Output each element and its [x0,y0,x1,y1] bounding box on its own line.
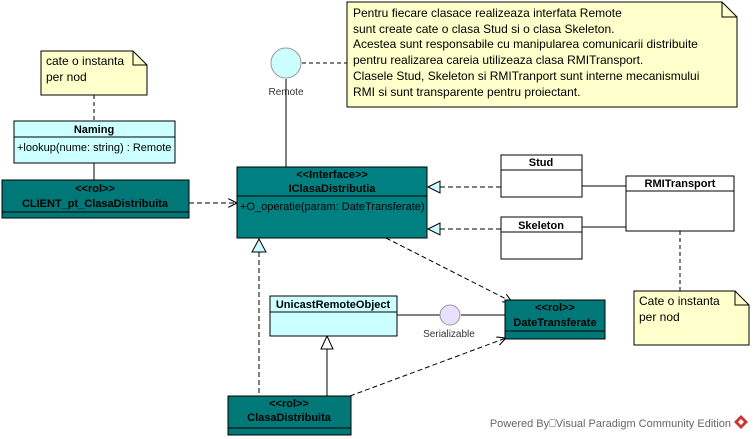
interface-datetransferate-dependency [385,237,512,302]
note-bottom-right-line-1: Cate o instanta [639,294,720,308]
serializable-interface-circle[interactable]: Serializable [423,304,475,340]
naming-operation: +lookup(nume: string) : Remote [17,142,171,154]
clasadistribuita-datetransferate-dependency [349,338,506,397]
note-top-right-line-6: RMI si sunt transparente pentru proiecta… [353,85,580,99]
note-top-left-line-2: per nod [46,70,87,84]
class-skeleton[interactable]: Skeleton [500,216,583,260]
generalization-arrowhead [320,334,334,350]
iclasa-class-name: IClasaDistributia [289,183,377,195]
note-top-left: cate o instanta per nod [40,50,148,96]
stud-realization-arrowhead [426,180,441,194]
connectors [93,62,681,397]
interface-iclasadistributia[interactable]: <<Interface>> IClasaDistributia +O_opera… [236,166,428,239]
serializable-label: Serializable [423,329,475,340]
remote-label: Remote [268,87,303,98]
clasadistribuita-class-name: ClasaDistribuita [247,412,332,424]
note-top-right-line-1: Pentru fiecare clasace realizeaza interf… [353,6,622,20]
note-top-right-line-4: pentru realizarea careia utilizeaza clas… [353,53,643,67]
note-top-right-line-5: Clasele Stud, Skeleton si RMITranport su… [353,69,699,83]
client-stereotype: <<rol>> [75,183,115,195]
clasadistribuita-realization-arrowhead [251,237,267,253]
note-top-right-line-2: sunt create cate o clasa Stud si o clasa… [353,22,614,36]
datetransferate-stereotype: <<rol>> [535,302,575,314]
class-clasadistribuita[interactable]: <<rol>> ClasaDistribuita [227,395,352,436]
class-unicastremoteobject[interactable]: UnicastRemoteObject [269,295,398,337]
rmitransport-class-name: RMITransport [645,178,716,190]
note-top-left-line-1: cate o instanta [46,54,124,68]
note-top-right: Pentru fiecare clasace realizeaza interf… [346,1,738,108]
note-bottom-right: Cate o instanta per nod [633,290,750,346]
iclasa-stereotype: <<Interface>> [296,169,368,181]
client-class-name: CLIENT_pt_ClasaDistribuita [22,198,169,210]
remote-interface-circle[interactable]: Remote [268,47,304,98]
unicast-class-name: UnicastRemoteObject [276,299,391,311]
naming-class-name: Naming [74,124,114,136]
iclasa-operation: +O_operatie(param: DateTransferate) [240,201,425,213]
skeleton-class-name: Skeleton [518,220,564,232]
skeleton-realization-arrowhead [426,222,441,236]
note-top-right-line-3: Acestea sunt responsabile cu manipularea… [353,37,698,51]
powered-by-footer: Powered By⎕Visual Paradigm Community Edi… [490,418,731,430]
datetransferate-class-name: DateTransferate [513,317,596,329]
clasadistribuita-stereotype: <<rol>> [269,398,309,410]
stud-class-name: Stud [529,157,553,169]
class-stud[interactable]: Stud [500,154,583,198]
class-datetransferate[interactable]: <<rol>> DateTransferate [504,299,606,340]
class-client[interactable]: <<rol>> CLIENT_pt_ClasaDistribuita [1,179,190,219]
vp-diamond-logo-icon [734,415,748,429]
class-naming[interactable]: Naming +lookup(nume: string) : Remote [13,120,176,164]
note-bottom-right-line-2: per nod [639,310,680,324]
class-rmitransport[interactable]: RMITransport [625,175,735,232]
